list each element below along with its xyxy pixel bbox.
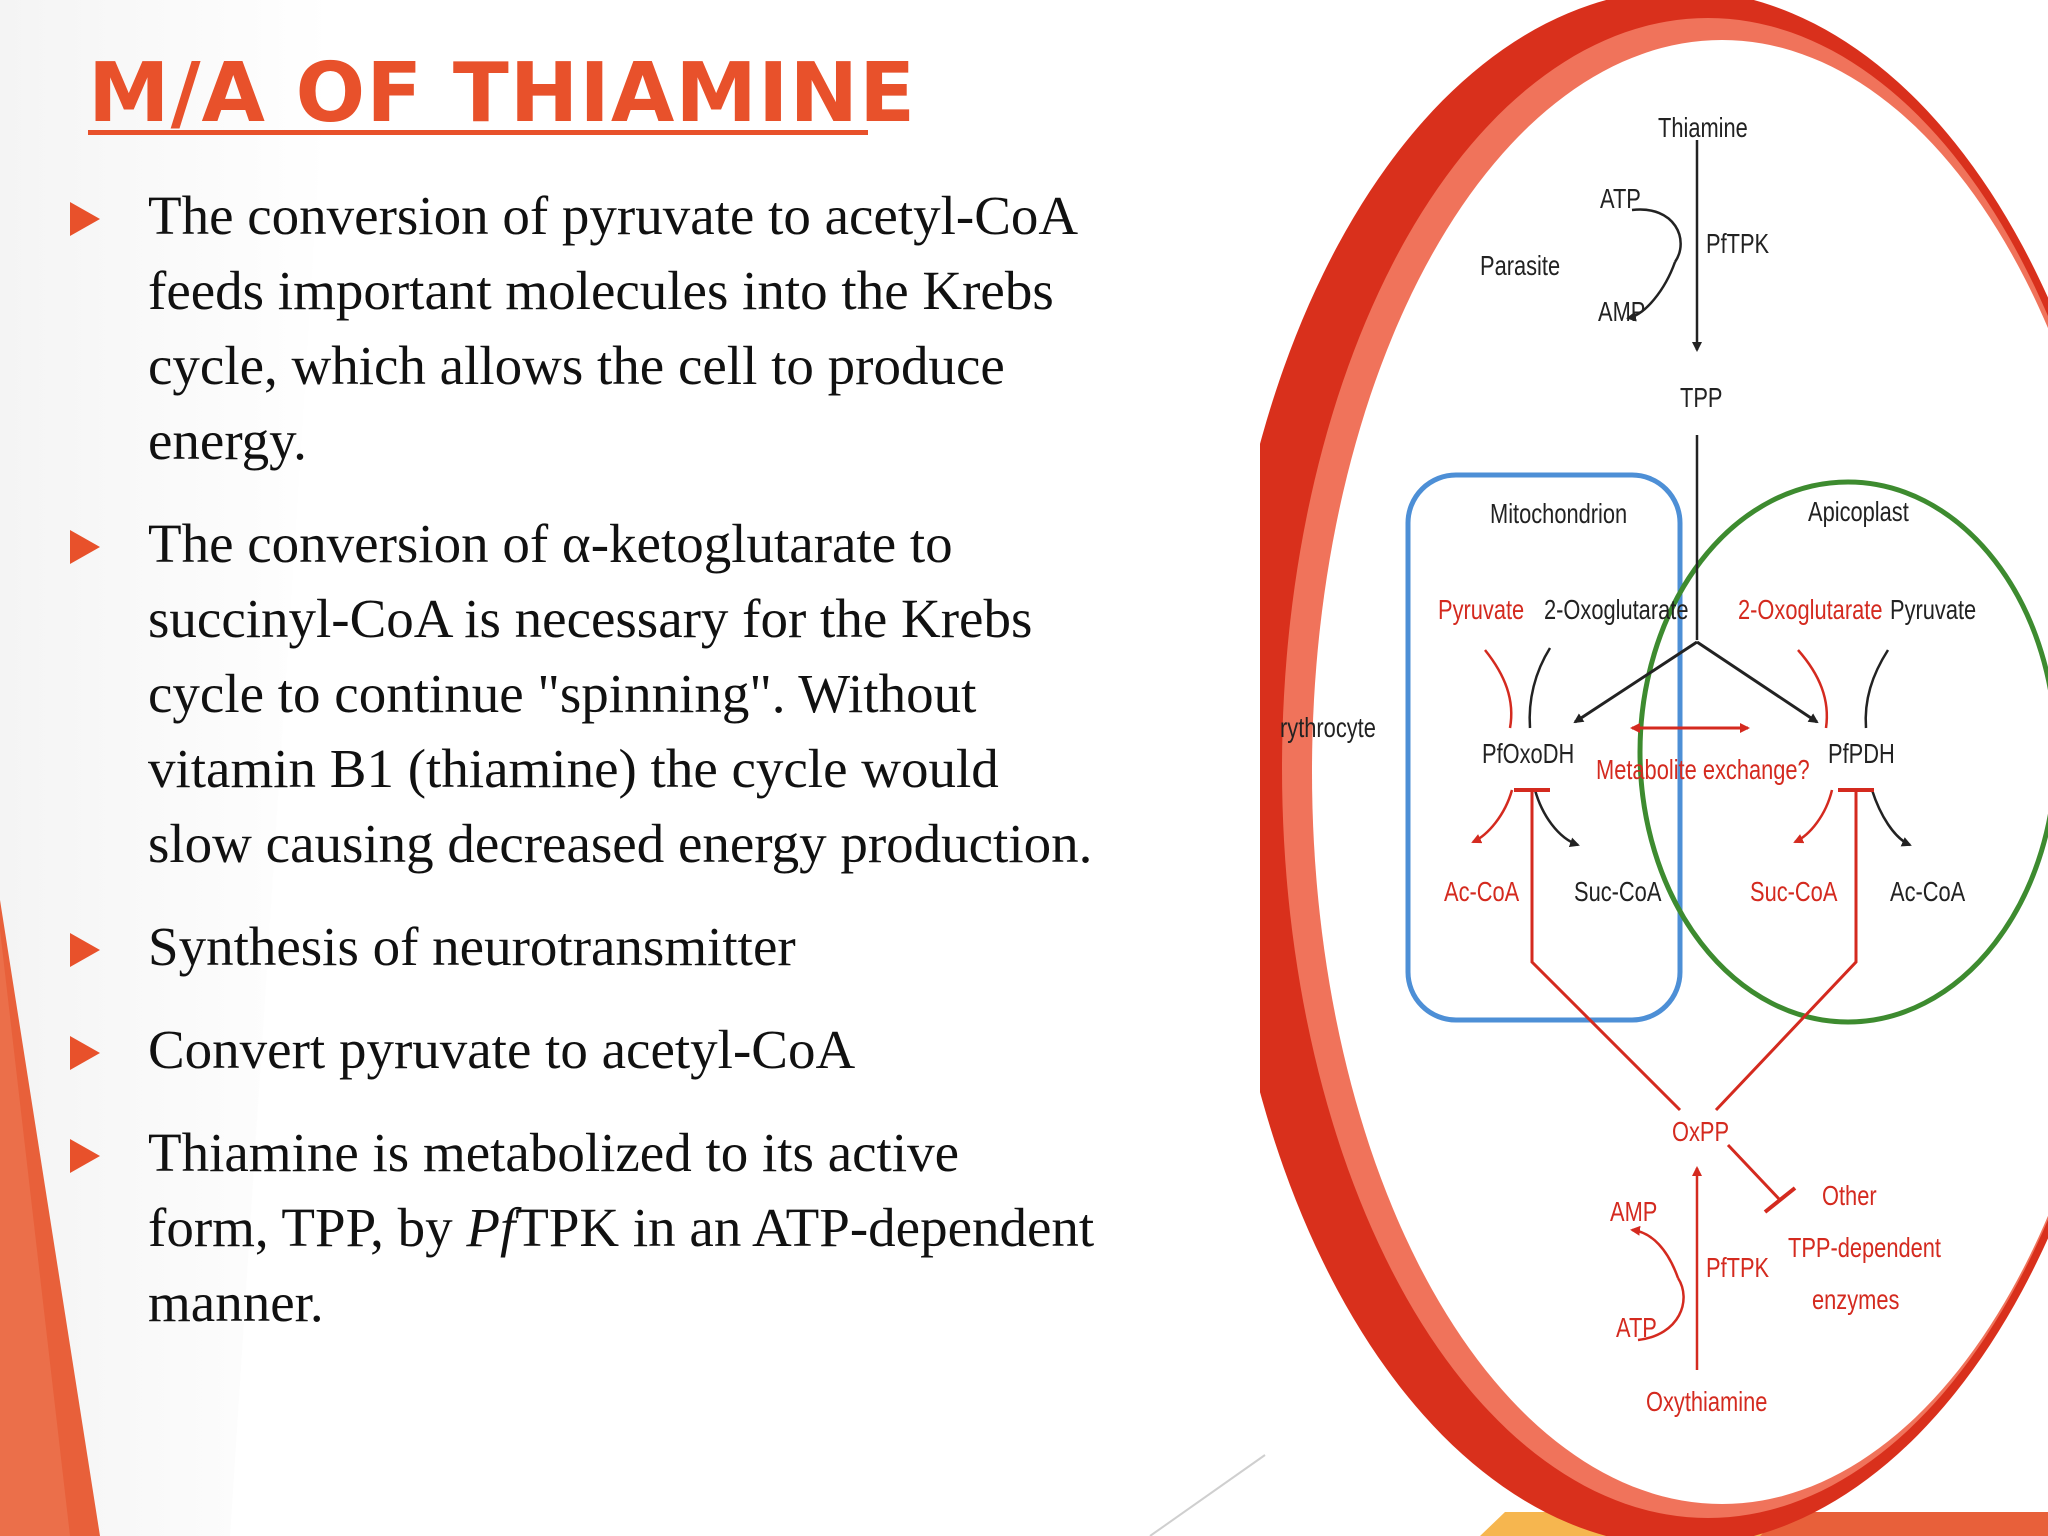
atp-top-label: ATP — [1600, 183, 1641, 214]
triangle-bullet-icon — [70, 933, 100, 967]
erythrocyte-label: rythrocyte — [1280, 712, 1376, 743]
pyruvate-left-label: Pyruvate — [1438, 594, 1525, 625]
pfpdh-label: PfPDH — [1828, 738, 1895, 769]
oxpp-inhibit-pfpdh-line — [1714, 790, 1858, 1112]
bullet-line: vitamin B1 (thiamine) the cycle would — [148, 738, 999, 799]
oxythiamine-label: Oxythiamine — [1646, 1386, 1768, 1417]
pyruvate-in-arc — [1484, 649, 1513, 729]
apicoplast-label: Apicoplast — [1808, 496, 1909, 527]
succoa-right-out-arc — [1793, 789, 1834, 844]
accoa-out-arc — [1471, 789, 1514, 844]
oxpp-inhibit-other-line — [1726, 1143, 1782, 1202]
succoa-out-arc — [1533, 789, 1580, 848]
pyruvate-right-in-arc — [1864, 649, 1890, 729]
pftpk-bottom-label: PfTPK — [1706, 1252, 1770, 1283]
metabolite-exchange-label: Metabolite exchange? — [1596, 754, 1810, 785]
triangle-bullet-icon — [70, 1139, 100, 1173]
succoa-left-label: Suc-CoA — [1574, 876, 1662, 907]
bullet-line: Thiamine is metabolized to its active — [148, 1122, 960, 1183]
bullet-text: The conversion of pyruvate to acetyl-CoA… — [148, 178, 1248, 478]
bullet-line: slow causing decreased energy production… — [148, 813, 1093, 874]
thiamine-label: Thiamine — [1658, 112, 1748, 143]
atp-curve-bottom — [1637, 1277, 1685, 1342]
bullet-line-italic: Pf — [466, 1197, 516, 1258]
triangle-bullet-icon — [70, 530, 100, 564]
oxoglutarate-right-label: 2-Oxoglutarate — [1738, 594, 1883, 625]
amp-top-label: AMP — [1598, 296, 1646, 327]
slide-title: M/A OF THIAMINE — [88, 46, 917, 141]
mitochondrion-label: Mitochondrion — [1490, 498, 1628, 529]
bullet-line: The conversion of pyruvate to acetyl-CoA — [148, 185, 1079, 246]
atp-bottom-label: ATP — [1616, 1312, 1657, 1343]
pftpk-top-label: PfTPK — [1706, 228, 1770, 259]
amp-curve-top — [1626, 261, 1677, 322]
other-label-line3: enzymes — [1812, 1284, 1900, 1315]
bullet-line: Convert pyruvate to acetyl-CoA — [148, 1019, 856, 1080]
bullet-line: The conversion of α-ketoglutarate to — [148, 513, 953, 574]
succoa-right-label: Suc-CoA — [1750, 876, 1838, 907]
bullet-text: Convert pyruvate to acetyl-CoA — [148, 1012, 1248, 1087]
mitochondrion-outline — [1405, 472, 1683, 1023]
pyruvate-right-label: Pyruvate — [1890, 594, 1977, 625]
triangle-bullet-icon — [70, 202, 100, 236]
accoa-left-label: Ac-CoA — [1444, 876, 1520, 907]
tpp-to-pfpdh-arrow — [1696, 640, 1819, 724]
bullet-item: Thiamine is metabolized to its active fo… — [68, 1115, 1248, 1340]
triangle-bullet-icon — [70, 1036, 100, 1070]
oxoglutarate-left-label: 2-Oxoglutarate — [1544, 594, 1689, 625]
bottom-orange-bar — [1760, 1512, 2048, 1536]
bullet-item: Synthesis of neurotransmitter — [68, 909, 1248, 984]
other-label-line2: TPP-dependent — [1788, 1232, 1941, 1263]
other-label-line1: Other — [1822, 1180, 1877, 1211]
accoa-right-label: Ac-CoA — [1890, 876, 1966, 907]
corner-divider-line — [1149, 1454, 1266, 1536]
tpp-to-pfoxodh-arrow — [1573, 640, 1698, 724]
amp-curve-bottom — [1630, 1225, 1680, 1279]
bullet-line-segment: form, TPP, by — [148, 1197, 467, 1258]
bullet-line: cycle to continue "spinning". Without — [148, 663, 977, 724]
other-inhibit-bar — [1763, 1186, 1797, 1214]
bullet-line: form, TPP, by PfTPK in an ATP-dependent — [148, 1190, 1248, 1265]
bullet-line-segment: TPK in an ATP-dependent — [515, 1197, 1095, 1258]
oxoglutarate-right-in-arc — [1797, 649, 1829, 729]
oxoglutarate-in-arc — [1528, 647, 1552, 729]
thiamine-pathway-diagram: Thiamine ATP PfTPK Parasite AMP TPP ryth… — [1260, 0, 2048, 1536]
oxpp-label: OxPP — [1672, 1116, 1730, 1147]
bullet-line: energy. — [148, 410, 307, 471]
bullet-item: Convert pyruvate to acetyl-CoA — [68, 1012, 1248, 1087]
bullet-line: feeds important molecules into the Krebs — [148, 260, 1054, 321]
accoa-right-out-arc — [1870, 789, 1912, 847]
tpp-label: TPP — [1680, 382, 1723, 413]
bullet-list: The conversion of pyruvate to acetyl-CoA… — [68, 178, 1248, 1368]
parasite-label: Parasite — [1480, 250, 1561, 281]
pfoxodh-label: PfOxoDH — [1482, 738, 1575, 769]
bullet-item: The conversion of α-ketoglutarate to suc… — [68, 506, 1248, 881]
bullet-item: The conversion of pyruvate to acetyl-CoA… — [68, 178, 1248, 478]
bullet-text: Thiamine is metabolized to its active fo… — [148, 1115, 1248, 1340]
diagram-graphics — [1260, 0, 2048, 1536]
left-orange-triangle-inner — [0, 930, 70, 1536]
bullet-line: succinyl-CoA is necessary for the Krebs — [148, 588, 1033, 649]
amp-bottom-label: AMP — [1610, 1196, 1658, 1227]
apicoplast-outline — [1637, 479, 2048, 1025]
bullet-text: Synthesis of neurotransmitter — [148, 909, 1248, 984]
bullet-line: manner. — [148, 1272, 324, 1333]
atp-curve-top — [1631, 208, 1682, 263]
oxpp-inhibit-pfoxodh-line — [1530, 790, 1682, 1112]
bullet-text: The conversion of α-ketoglutarate to suc… — [148, 506, 1248, 881]
bullet-line: Synthesis of neurotransmitter — [148, 916, 796, 977]
title-underline — [88, 130, 868, 135]
bullet-line: cycle, which allows the cell to produce — [148, 335, 1005, 396]
